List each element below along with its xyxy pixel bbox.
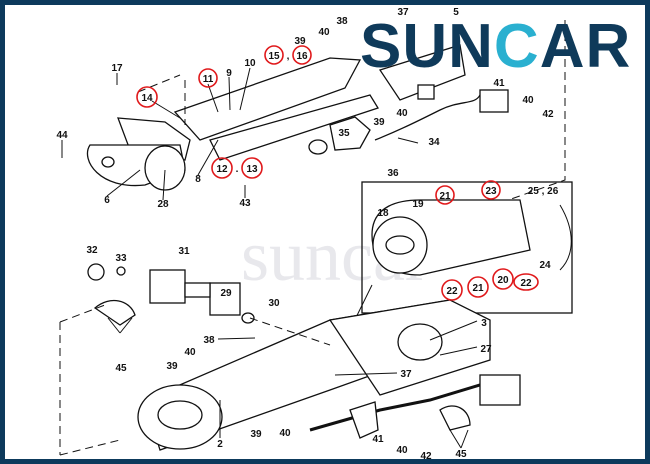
part-label: 43 xyxy=(239,198,251,209)
part-label: 8 xyxy=(195,174,201,185)
part-label: 40 xyxy=(396,445,408,456)
part-label: 45 xyxy=(115,363,127,374)
part-label: 31 xyxy=(178,246,190,257)
part-label: 39 xyxy=(294,36,306,47)
part-label: 2 xyxy=(217,439,223,450)
part-label: 18 xyxy=(377,208,389,219)
part-label: 3 xyxy=(481,318,487,329)
seal-detail-inset xyxy=(339,181,573,351)
diagram-canvas: suncar xyxy=(5,5,645,459)
exploded-parts-diagram: 17 14 11 9 10 15 , 16 39 40 38 37 5 41 4… xyxy=(56,7,573,459)
part-label: 17 xyxy=(111,63,123,74)
part-label: 33 xyxy=(115,253,127,264)
part-label: 38 xyxy=(336,16,348,27)
part-label: 40 xyxy=(522,95,534,106)
part-label-highlighted: 20 xyxy=(497,275,509,286)
part-labels: 17 14 11 9 10 15 , 16 39 40 38 37 5 41 4… xyxy=(56,7,558,459)
part-label: 37 xyxy=(400,369,412,380)
part-label: 41 xyxy=(493,78,505,89)
suncar-logo: SUNCAR xyxy=(360,12,632,81)
part-label-highlighted: 21 xyxy=(472,283,484,294)
part-label: 40 xyxy=(184,347,196,358)
part-label-highlighted: 15 xyxy=(268,51,280,62)
part-label: 45 xyxy=(455,449,467,459)
part-label: 40 xyxy=(279,428,291,439)
part-label: 6 xyxy=(104,195,110,206)
part-label: 28 xyxy=(157,199,169,210)
part-label-highlighted: 21 xyxy=(439,191,451,202)
part-label: 19 xyxy=(412,199,424,210)
part-label: 25 , 26 xyxy=(528,186,559,197)
upper-boom-assembly xyxy=(86,20,566,211)
part-label: 44 xyxy=(56,130,68,141)
part-label: 37 xyxy=(397,7,409,18)
part-label: 9 xyxy=(226,68,232,79)
leader-lines xyxy=(61,67,478,449)
part-label-highlighted: 23 xyxy=(485,186,497,197)
part-label-highlighted: 14 xyxy=(141,93,153,104)
part-label-highlighted: 16 xyxy=(296,51,308,62)
part-label: 30 xyxy=(268,298,280,309)
part-label: 39 xyxy=(373,117,385,128)
part-label: 27 xyxy=(480,344,492,355)
part-label: 32 xyxy=(86,245,98,256)
part-label-highlighted: 13 xyxy=(246,164,258,175)
svg-text:,: , xyxy=(287,51,290,62)
lower-cylinder-assembly xyxy=(59,263,521,456)
part-label: 29 xyxy=(220,288,232,299)
part-label-highlighted: 22 xyxy=(446,286,458,297)
part-label: 40 xyxy=(318,27,330,38)
part-label: 24 xyxy=(539,260,551,271)
part-label: 39 xyxy=(166,361,178,372)
part-label: 39 xyxy=(250,429,262,440)
part-label: 36 xyxy=(387,168,399,179)
part-label: 5 xyxy=(453,7,459,18)
part-label: 40 xyxy=(396,108,408,119)
part-label-highlighted: 11 xyxy=(203,74,214,85)
part-label: 34 xyxy=(428,137,440,148)
part-label: 38 xyxy=(203,335,215,346)
part-label: 35 xyxy=(338,128,350,139)
part-label-highlighted: 12 xyxy=(216,164,228,175)
part-label: 41 xyxy=(372,434,384,445)
part-label: 10 xyxy=(244,58,256,69)
part-label: 42 xyxy=(542,109,554,120)
part-label-highlighted: 22 xyxy=(520,278,532,289)
svg-text:.: . xyxy=(236,164,239,175)
part-label: 42 xyxy=(420,451,432,459)
